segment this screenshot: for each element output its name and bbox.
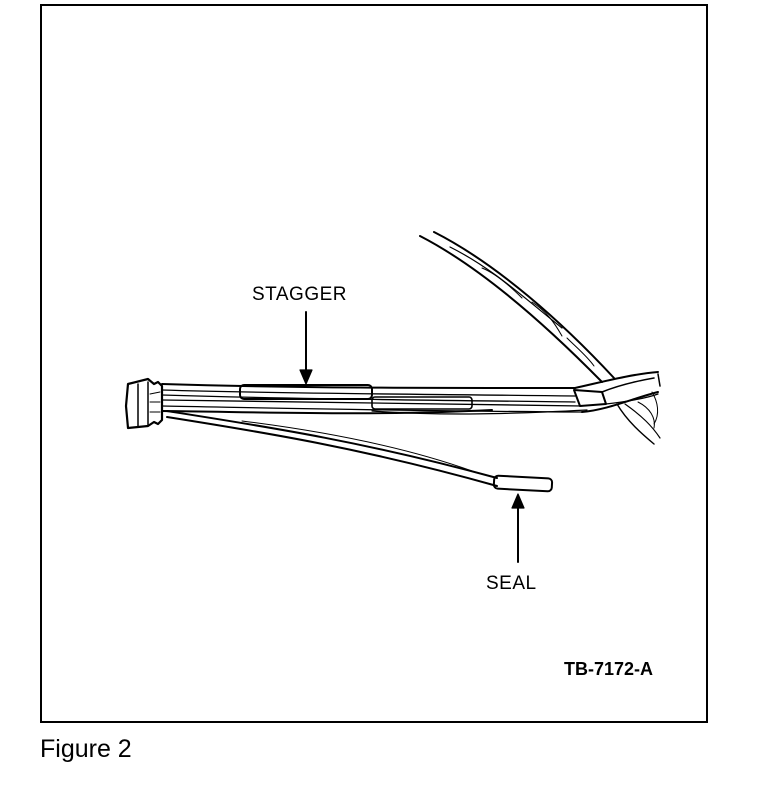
- second-sleeve: [371, 396, 473, 410]
- seal-callout-label: SEAL: [486, 573, 537, 594]
- stagger-callout-label: STAGGER: [252, 284, 347, 305]
- seal-branch-wire: [166, 410, 498, 487]
- stagger-arrow: [299, 311, 313, 385]
- upper-cable: [419, 231, 615, 383]
- connector: [124, 377, 164, 430]
- figure-id-code: TB-7172-A: [564, 659, 654, 679]
- stagger-sleeve: [239, 384, 373, 400]
- seal-sleeve: [492, 474, 554, 493]
- seal-arrow: [511, 493, 525, 563]
- wire-harness-illustration: [124, 231, 661, 563]
- figure-frame: STAGGER SEAL TB-7172-A: [40, 4, 708, 723]
- cut-end-bundle: [573, 371, 661, 445]
- figure-caption: Figure 2: [40, 735, 132, 763]
